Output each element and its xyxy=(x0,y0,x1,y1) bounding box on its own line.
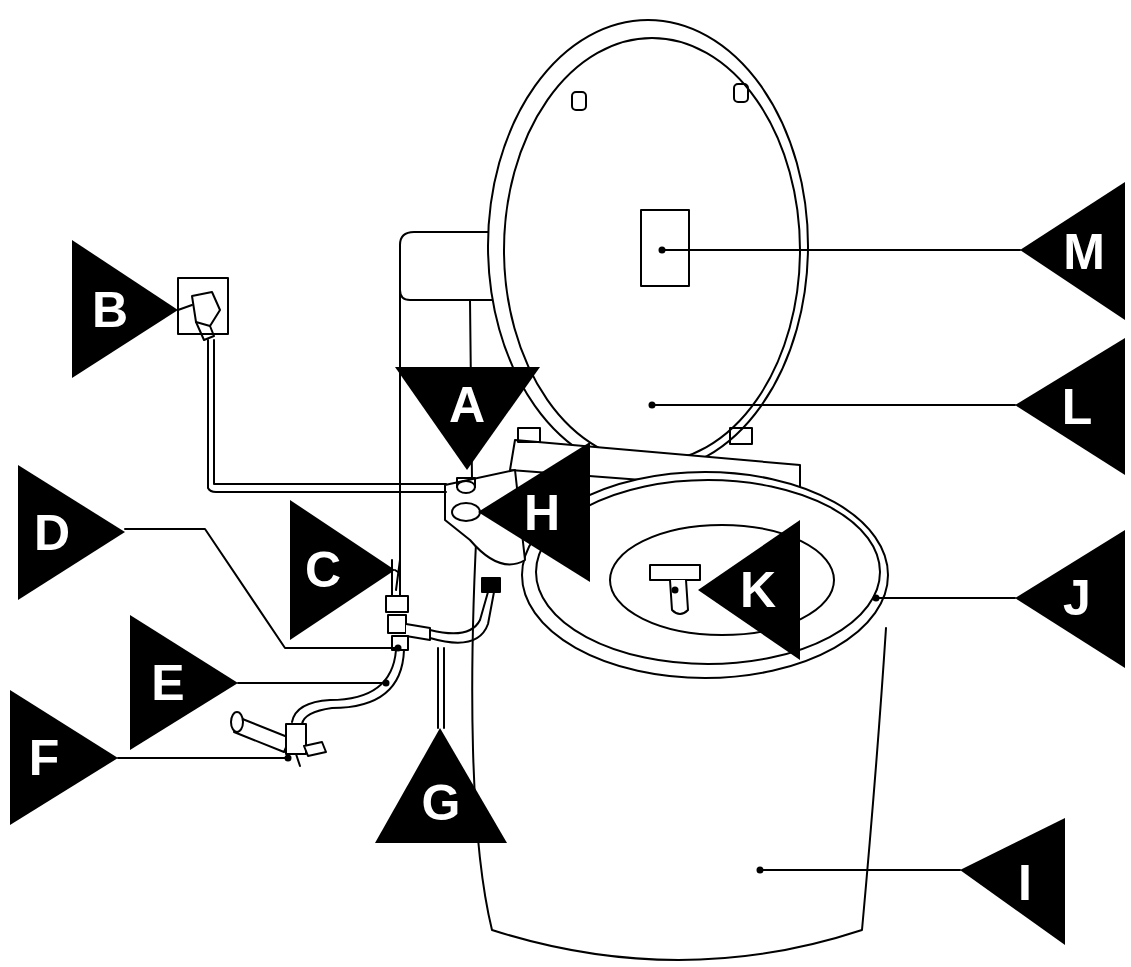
callout-letter: C xyxy=(305,545,341,595)
callout-letter: E xyxy=(151,658,184,708)
callout-letter: I xyxy=(1018,858,1032,908)
callout-letter: H xyxy=(524,488,560,538)
callout-letter: G xyxy=(422,778,461,828)
callout-letter: L xyxy=(1062,382,1093,432)
callout-letter: K xyxy=(740,565,776,615)
callout-letter: F xyxy=(29,733,60,783)
callout-letter: J xyxy=(1063,573,1091,623)
callout-letter: B xyxy=(92,285,128,335)
callout-letter: D xyxy=(34,508,70,558)
callout-letter: M xyxy=(1063,227,1105,277)
callout-letter: A xyxy=(449,380,485,430)
